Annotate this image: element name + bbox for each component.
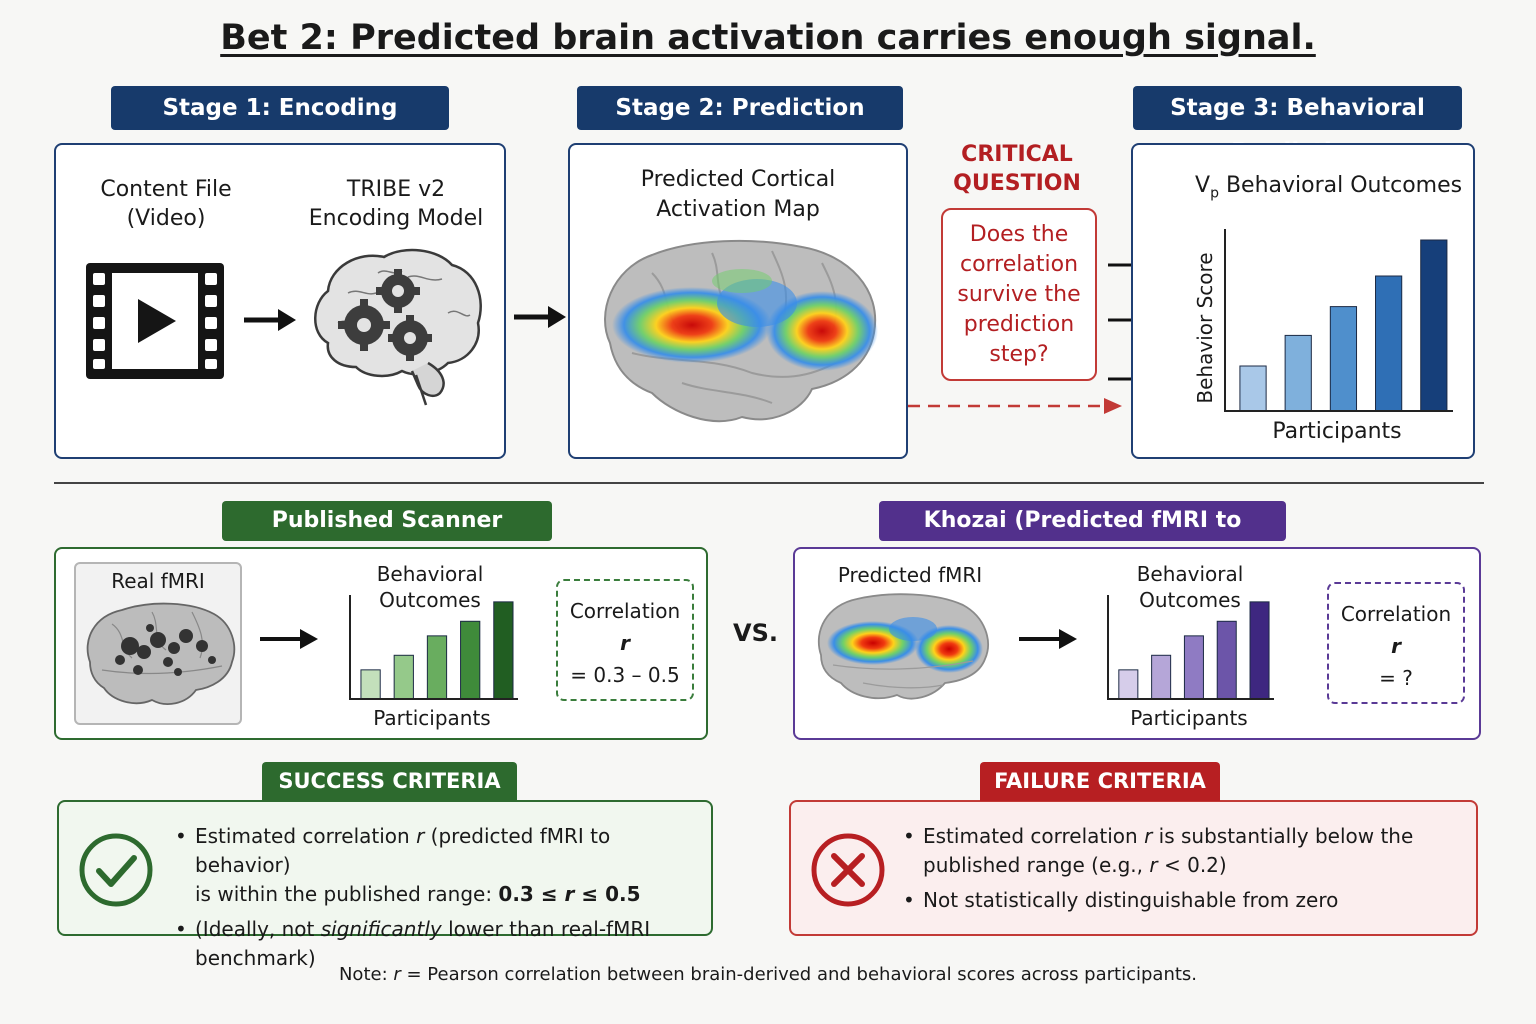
y-axis-label: Behavior Score (1193, 252, 1217, 404)
stage-3-panel: Vp Behavioral Outcomes Behavior Score Pa… (1131, 143, 1475, 459)
chart-bar (1249, 601, 1270, 700)
vs-label: VS. (733, 619, 778, 647)
published-studies-label: Published Scanner Studies (222, 501, 552, 573)
encoding-model-label: TRIBE v2 Encoding Model (308, 177, 484, 231)
chart-axes (1224, 229, 1453, 412)
stage-3-chart-title: Vp Behavioral Outcomes (1195, 173, 1463, 202)
published-outcomes-label: Behavioral Outcomes (376, 562, 484, 612)
chart-bar (1118, 669, 1139, 700)
chart-bar (1284, 334, 1312, 412)
chart-bar (360, 669, 381, 700)
arrow-right-icon (1019, 629, 1077, 649)
x-mark-icon (811, 833, 885, 907)
real-fmri-box: Real fMRI (74, 562, 242, 725)
critical-question-box: Does the correlation survive the predict… (941, 208, 1097, 381)
failure-criteria-label: FAILURE CRITERIA (980, 762, 1220, 801)
video-file-icon (86, 263, 224, 379)
chart-bar (1183, 635, 1204, 700)
chart-bar (493, 601, 514, 700)
success-criterion-1: Estimated correlation r (predicted fMRI … (173, 822, 703, 909)
dashed-arrow-icon (908, 398, 1122, 414)
khozai-panel: Predicted fMRI Behavioral Outcomes Parti… (793, 547, 1481, 740)
activation-brain-image (604, 239, 878, 423)
arrow-right-icon (244, 309, 296, 331)
check-icon (79, 833, 153, 907)
success-criterion-2: (Ideally, not significantly lower than r… (173, 915, 703, 973)
section-divider (54, 482, 1484, 484)
brain-gears-icon (314, 248, 482, 406)
chart-bar (426, 635, 448, 700)
failure-criterion-2: Not statistically distinguishable from z… (901, 886, 1461, 915)
chart-bar (1239, 365, 1267, 412)
predicted-fmri-label: Predicted fMRI (837, 563, 983, 587)
predicted-fmri-brain-image (817, 593, 989, 700)
chart-bar (393, 654, 414, 700)
failure-criteria-list: Estimated correlation r is substantially… (901, 822, 1461, 915)
published-studies-panel: Real fMRI Behavioral Outcomes Participan… (54, 547, 708, 740)
real-fmri-brain-image (86, 602, 236, 705)
real-fmri-label: Real fMRI (111, 569, 205, 593)
success-criteria-panel: Estimated correlation r (predicted fMRI … (57, 800, 713, 970)
arrow-right-icon (260, 629, 318, 649)
activation-map-label: Predicted Cortical Activation Map (640, 167, 836, 222)
chart-bar (1420, 239, 1448, 412)
stage-2-panel: Predicted Cortical Activation Map (568, 143, 908, 459)
published-x-axis-label: Participants (373, 706, 491, 730)
content-file-label: Content File (Video) (100, 177, 232, 231)
chart-bar (1375, 275, 1403, 412)
x-axis-label: Participants (1272, 419, 1402, 444)
chart-axes (349, 595, 518, 700)
chart-bar (1216, 620, 1237, 700)
khozai-x-axis-label: Participants (1130, 706, 1248, 730)
stage-3-label: Stage 3: Behavioral Prediction (1133, 86, 1462, 165)
behavior-bar-chart (1224, 229, 1453, 412)
success-criteria-list: Estimated correlation r (predicted fMRI … (173, 822, 703, 973)
khozai-label: Khozai (Predicted fMRI to Behavior) (879, 501, 1286, 573)
footnote: Note: r = Pearson correlation between br… (338, 964, 1198, 985)
page-title: Bet 2: Predicted brain activation carrie… (220, 18, 1316, 58)
stage-2-label: Stage 2: Prediction (577, 86, 903, 130)
stage-1-label: Stage 1: Encoding (111, 86, 449, 130)
khozai-outcomes-label: Behavioral Outcomes (1136, 562, 1244, 612)
chart-bar (1151, 654, 1172, 700)
critical-question-header: CRITICAL QUESTION (953, 142, 1081, 196)
published-correlation-box: Correlation r = 0.3 – 0.5 (556, 579, 694, 701)
khozai-correlation-box: Correlation r = ? (1327, 582, 1465, 704)
chart-bar (460, 620, 481, 700)
khozai-bar-chart (1107, 595, 1274, 700)
failure-criteria-panel: Estimated correlation r is substantially… (789, 800, 1478, 936)
arrow-right-icon (514, 306, 566, 328)
success-criteria-label: SUCCESS CRITERIA (262, 762, 517, 801)
chart-axes (1107, 595, 1274, 700)
chart-bar (1329, 306, 1358, 412)
published-bar-chart (349, 595, 518, 700)
failure-criterion-1: Estimated correlation r is substantially… (901, 822, 1461, 880)
stage-1-panel: Content File (Video) TRIBE v2 Encoding M… (54, 143, 506, 459)
